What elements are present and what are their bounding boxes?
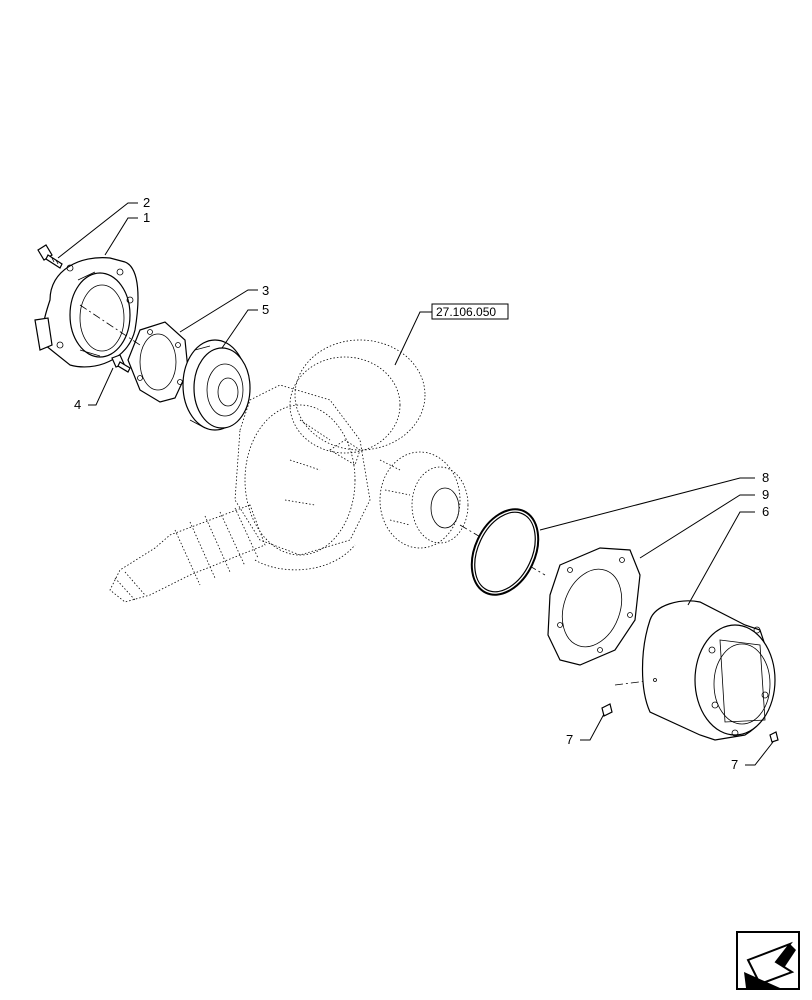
leader-lines	[57, 202, 774, 766]
part-3-shim	[127, 321, 189, 403]
part-1-flange-cover	[34, 257, 139, 368]
callout-4: 4	[74, 397, 81, 412]
callout-6: 6	[762, 504, 769, 519]
callout-3: 3	[262, 283, 269, 298]
part-7-pins	[601, 703, 779, 743]
part-6-housing	[641, 600, 776, 741]
part-9-gasket	[547, 547, 641, 666]
part-4-bolt	[111, 354, 131, 373]
pinion-shaft	[109, 504, 266, 603]
reference-label[interactable]: 27.106.050	[436, 305, 496, 319]
reference-link[interactable]: 27.106.050	[431, 303, 509, 320]
part-8-o-ring	[470, 508, 540, 596]
callout-8: 8	[762, 470, 769, 485]
reference-assembly-differential	[234, 339, 469, 571]
callout-9: 9	[762, 487, 769, 502]
callout-7-left: 7	[566, 732, 573, 747]
callout-1: 1	[143, 210, 150, 225]
callout-2: 2	[143, 195, 150, 210]
callout-5: 5	[262, 302, 269, 317]
part-2-bolt	[37, 244, 63, 269]
part-5-bearing	[182, 339, 251, 431]
callout-7-right: 7	[731, 757, 738, 772]
next-page-arrow-icon[interactable]	[736, 931, 800, 990]
